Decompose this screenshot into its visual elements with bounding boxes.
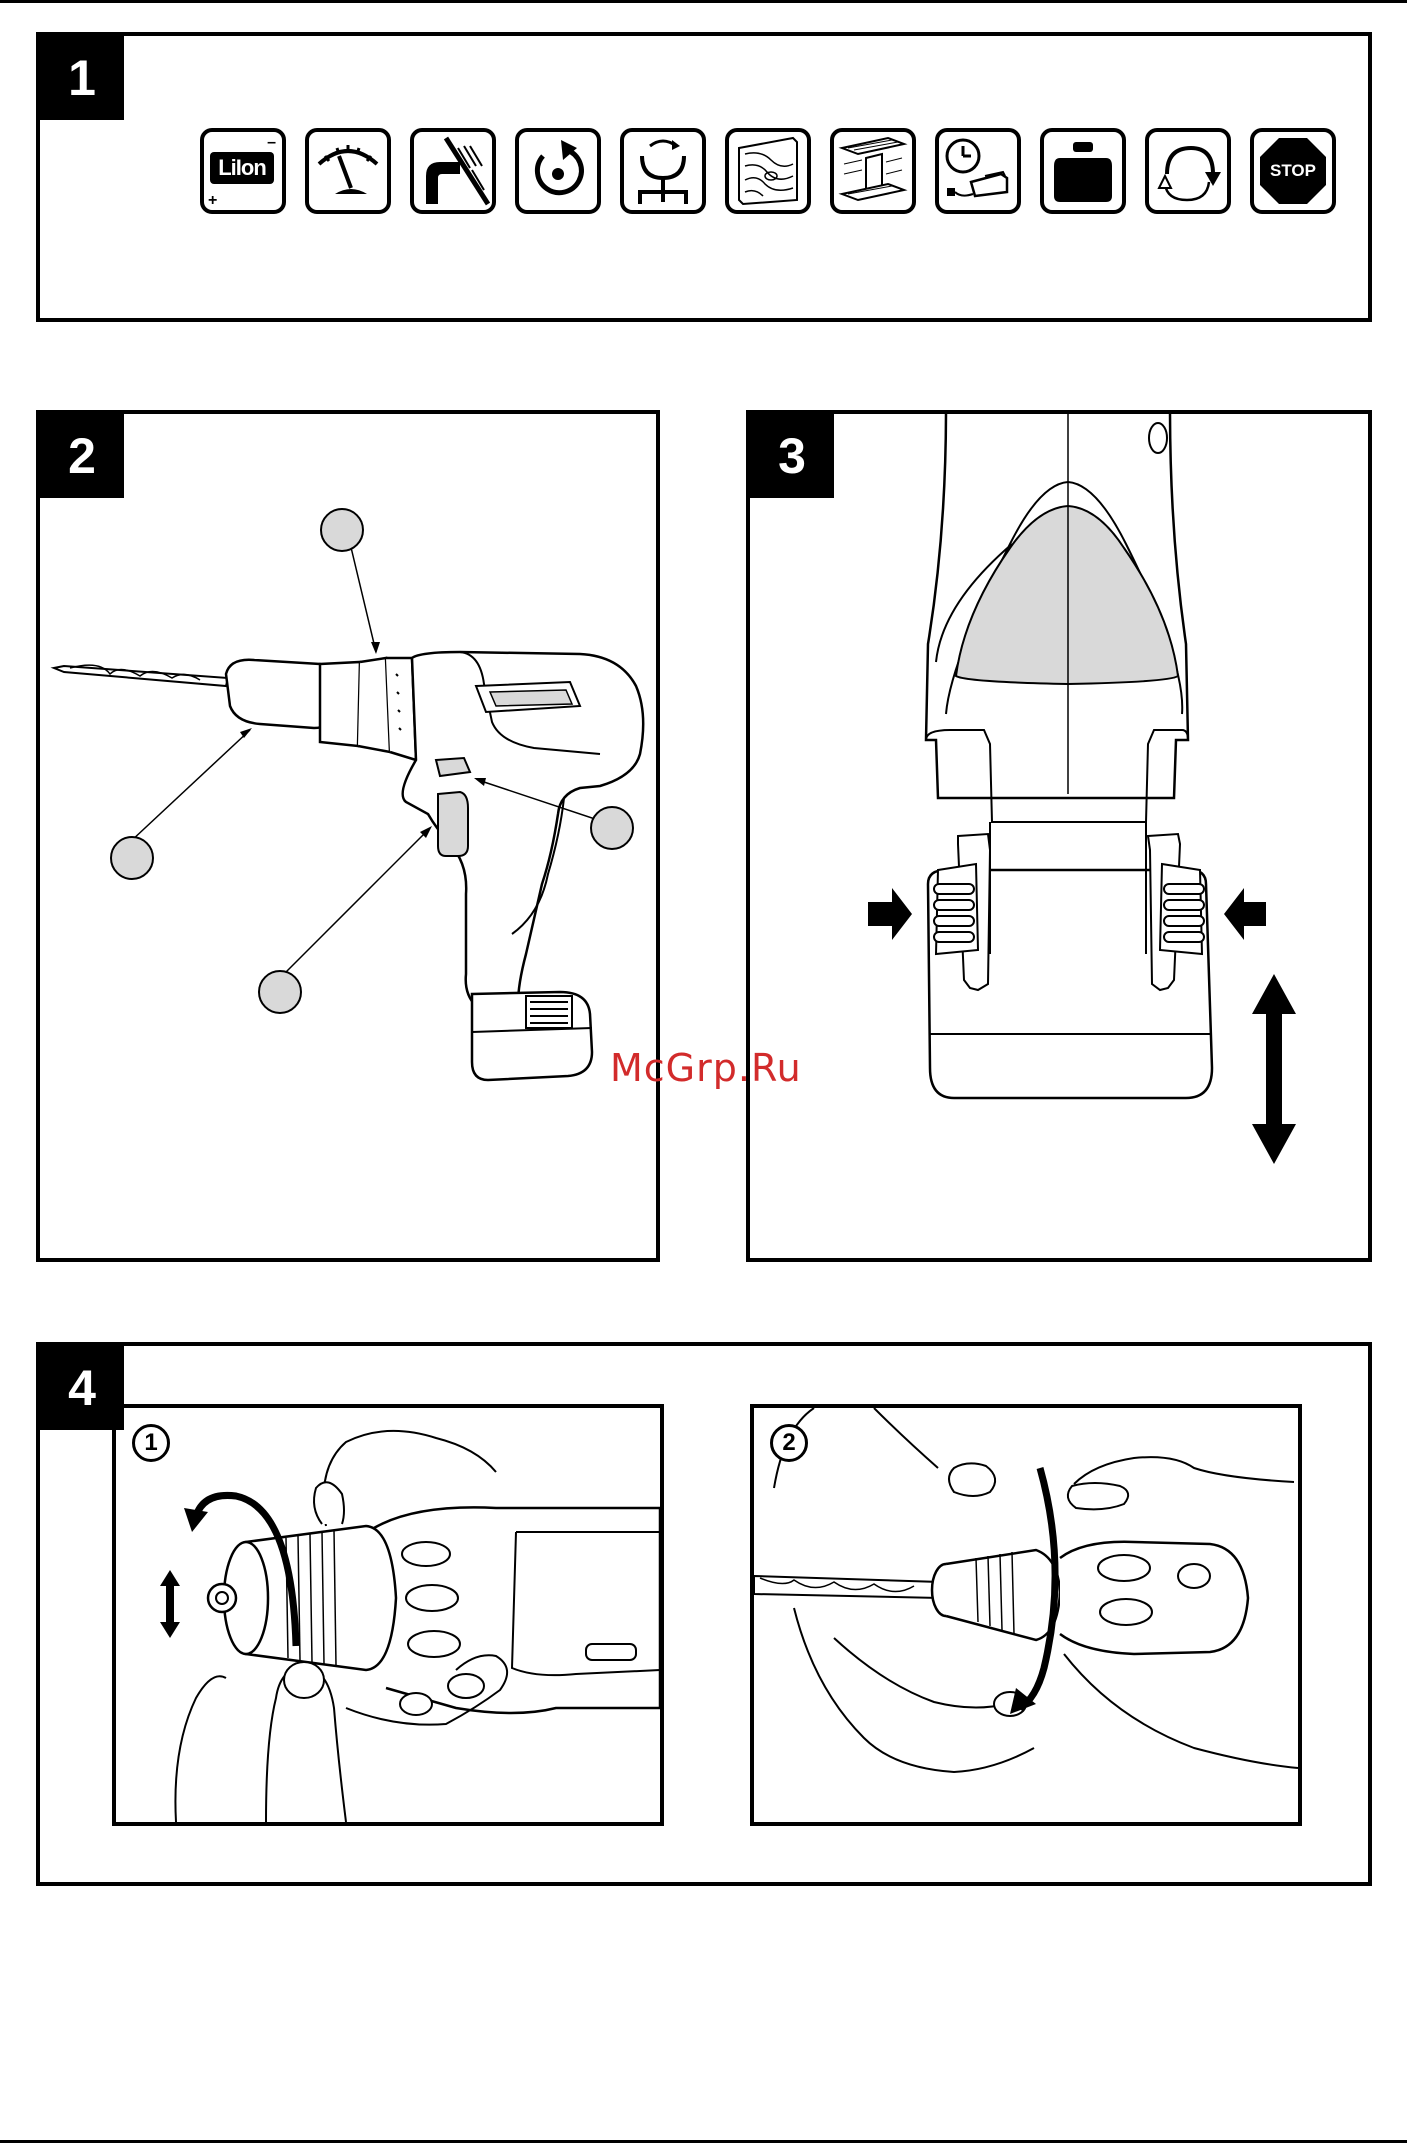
symbol-row: – LiIon + — [200, 128, 1336, 214]
top-rule — [0, 0, 1407, 3]
speed-gauge-icon — [305, 128, 391, 214]
bottom-rule — [0, 2140, 1407, 2143]
callout-direction-switch — [591, 807, 633, 849]
drill-in-wood-icon — [725, 128, 811, 214]
slide-arrow-vertical — [1252, 974, 1296, 1164]
battery-release-drawing — [750, 414, 1368, 1258]
callout-trigger — [259, 971, 301, 1013]
step-number: 1 — [132, 1424, 170, 1462]
figure-4-panel: 4 1 — [36, 1342, 1372, 1886]
cordless-drill-drawing — [40, 414, 656, 1258]
battery-type-label: LiIon — [210, 152, 274, 184]
weight-icon — [1040, 128, 1126, 214]
step-1-panel: 1 — [112, 1404, 664, 1826]
figure-1-panel: 1 – LiIon + — [36, 32, 1372, 322]
forward-reverse-rotation-icon — [1145, 128, 1231, 214]
press-arrow-right — [1224, 888, 1266, 940]
callout-chuck — [111, 837, 153, 879]
figure-number: 1 — [40, 36, 124, 120]
press-arrow-left — [868, 888, 912, 940]
figure-3-panel: 3 — [746, 410, 1372, 1262]
torque-clutch-icon — [620, 128, 706, 214]
watermark-text: McGrp.Ru — [610, 1046, 802, 1090]
battery-negative-sign: – — [267, 134, 276, 152]
stop-sign-icon: STOP — [1250, 128, 1336, 214]
insert-bit-drawing — [754, 1408, 1298, 1822]
step-number: 2 — [770, 1424, 808, 1462]
callout-torque-ring — [321, 509, 363, 551]
stop-label: STOP — [1254, 132, 1332, 210]
rotate-arrow-head — [184, 1508, 208, 1532]
axial-double-arrow — [160, 1570, 180, 1638]
figure-number: 2 — [40, 414, 124, 498]
step-2-panel: 2 — [750, 1404, 1302, 1826]
lithium-ion-battery-icon: – LiIon + — [200, 128, 286, 214]
drill-in-steel-icon — [830, 128, 916, 214]
figure-2-panel: 2 — [36, 410, 660, 1262]
no-rain-protect-from-water-icon — [410, 128, 496, 214]
battery-positive-sign: + — [208, 192, 217, 210]
figure-number: 3 — [750, 414, 834, 498]
rotation-direction-icon — [515, 128, 601, 214]
figure-number: 4 — [40, 1346, 124, 1430]
charging-time-icon — [935, 128, 1021, 214]
open-chuck-drawing — [116, 1408, 660, 1822]
